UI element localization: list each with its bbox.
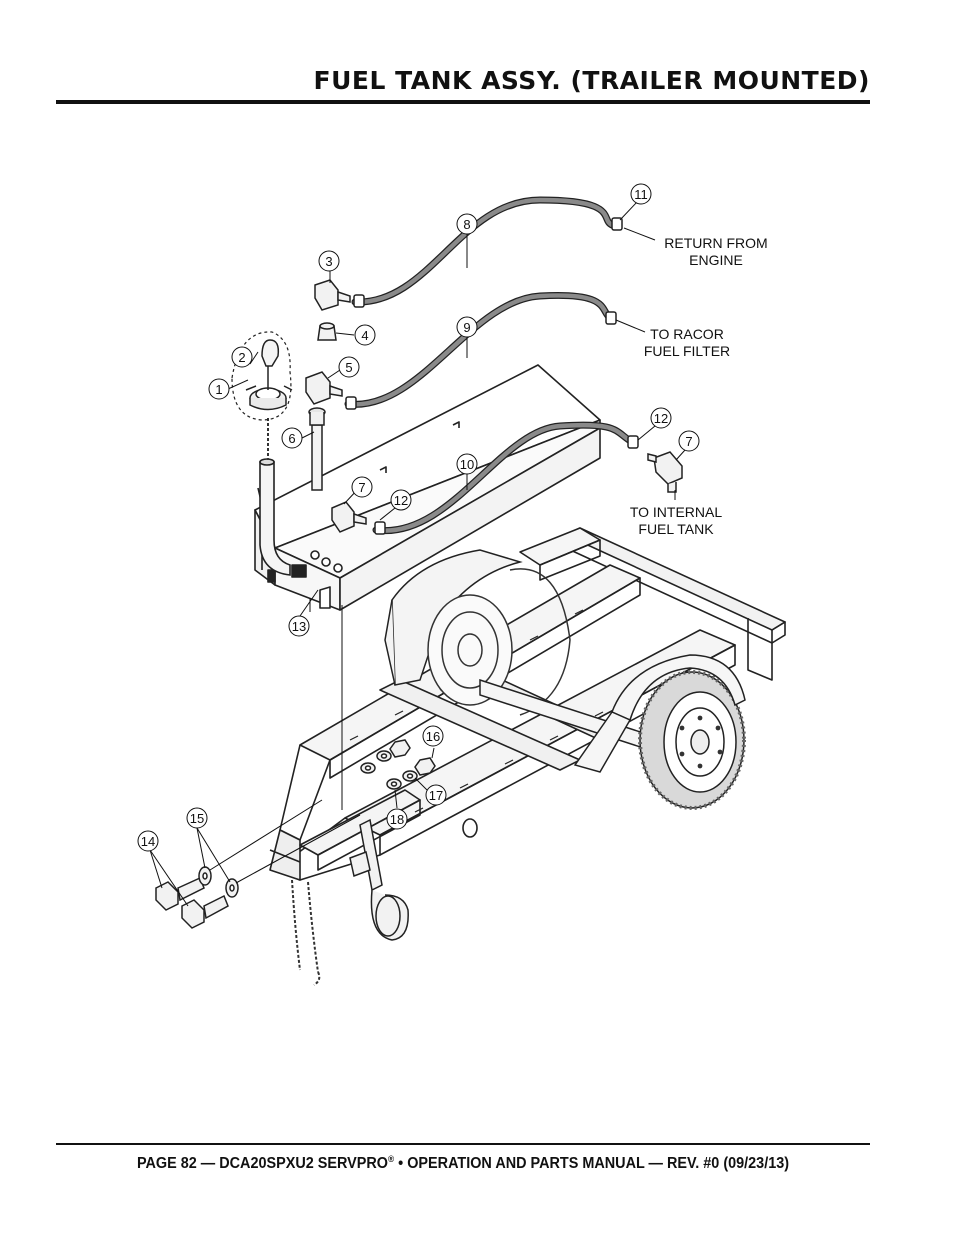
callout-5: 5 — [338, 356, 360, 378]
note-return-line2: ENGINE — [689, 252, 743, 268]
svg-text:4: 4 — [361, 328, 368, 343]
fuel-hoses — [344, 196, 636, 535]
pickup-tubes — [308, 407, 326, 491]
note-internal-line1: TO INTERNAL — [630, 504, 723, 520]
note-racor-line1: TO RACOR — [650, 326, 724, 342]
fuel-tank-body — [254, 364, 601, 611]
svg-text:3: 3 — [325, 254, 332, 269]
svg-text:12: 12 — [654, 411, 668, 426]
callout-markers: 1 2 3 4 5 6 7 7 8 9 10 11 12 12 13 14 15… — [137, 183, 700, 852]
registered-mark: ® — [387, 1154, 395, 1164]
diagram-notes: RETURN FROM ENGINE TO RACOR FUEL FILTER … — [630, 235, 768, 537]
svg-text:14: 14 — [141, 834, 155, 849]
callout-13: 13 — [288, 615, 310, 637]
callout-8: 8 — [456, 213, 478, 235]
svg-text:10: 10 — [460, 457, 474, 472]
svg-text:15: 15 — [190, 811, 204, 826]
svg-text:1: 1 — [215, 382, 222, 397]
leader-lines — [149, 201, 686, 907]
svg-text:7: 7 — [358, 480, 365, 495]
callout-10: 10 — [456, 453, 478, 475]
callout-7-internal: 7 — [678, 430, 700, 452]
footer-rule — [56, 1143, 870, 1145]
fuel-cap — [231, 331, 293, 421]
callout-11: 11 — [630, 183, 652, 205]
svg-text:5: 5 — [345, 360, 352, 375]
callout-3: 3 — [318, 250, 340, 272]
callout-16: 16 — [422, 725, 444, 747]
footer-text-after: • OPERATION AND PARTS MANUAL — REV. #0 (… — [394, 1155, 790, 1173]
page-title: FUEL TANK ASSY. (TRAILER MOUNTED) — [313, 66, 870, 95]
svg-text:6: 6 — [288, 431, 295, 446]
header-rule — [56, 100, 870, 104]
svg-text:9: 9 — [463, 320, 470, 335]
mounting-hardware — [155, 739, 436, 929]
page-footer: PAGE 82 — DCA20SPXU2 SERVPRO® • OPERATIO… — [84, 1154, 841, 1173]
callout-4: 4 — [354, 324, 376, 346]
callout-9: 9 — [456, 316, 478, 338]
callout-12-tank: 12 — [390, 489, 412, 511]
safety-chains — [291, 879, 321, 986]
hose-clamps — [345, 217, 639, 535]
svg-text:8: 8 — [463, 217, 470, 232]
footer-text-before: PAGE 82 — DCA20SPXU2 SERVPRO — [136, 1155, 388, 1173]
svg-text:7: 7 — [685, 434, 692, 449]
callout-1: 1 — [208, 378, 230, 400]
wheel-right — [638, 670, 746, 810]
filler-neck — [259, 458, 291, 576]
callout-7-tank: 7 — [351, 476, 373, 498]
callout-18: 18 — [386, 808, 408, 830]
fittings — [305, 279, 683, 533]
callout-6: 6 — [281, 427, 303, 449]
callout-12-internal: 12 — [650, 407, 672, 429]
svg-text:13: 13 — [292, 619, 306, 634]
fender-right — [573, 654, 746, 773]
note-return-line1: RETURN FROM — [664, 235, 767, 251]
svg-text:17: 17 — [429, 788, 443, 803]
callout-17: 17 — [425, 784, 447, 806]
hitch-coupler — [349, 818, 409, 941]
svg-text:11: 11 — [634, 187, 648, 202]
svg-text:16: 16 — [426, 729, 440, 744]
callout-14: 14 — [137, 830, 159, 852]
note-racor-line2: FUEL FILTER — [644, 343, 730, 359]
note-internal-line2: FUEL TANK — [638, 521, 714, 537]
callout-15: 15 — [186, 807, 208, 829]
svg-text:18: 18 — [390, 812, 404, 827]
svg-text:12: 12 — [394, 493, 408, 508]
svg-text:2: 2 — [238, 350, 245, 365]
callout-2: 2 — [231, 346, 253, 368]
